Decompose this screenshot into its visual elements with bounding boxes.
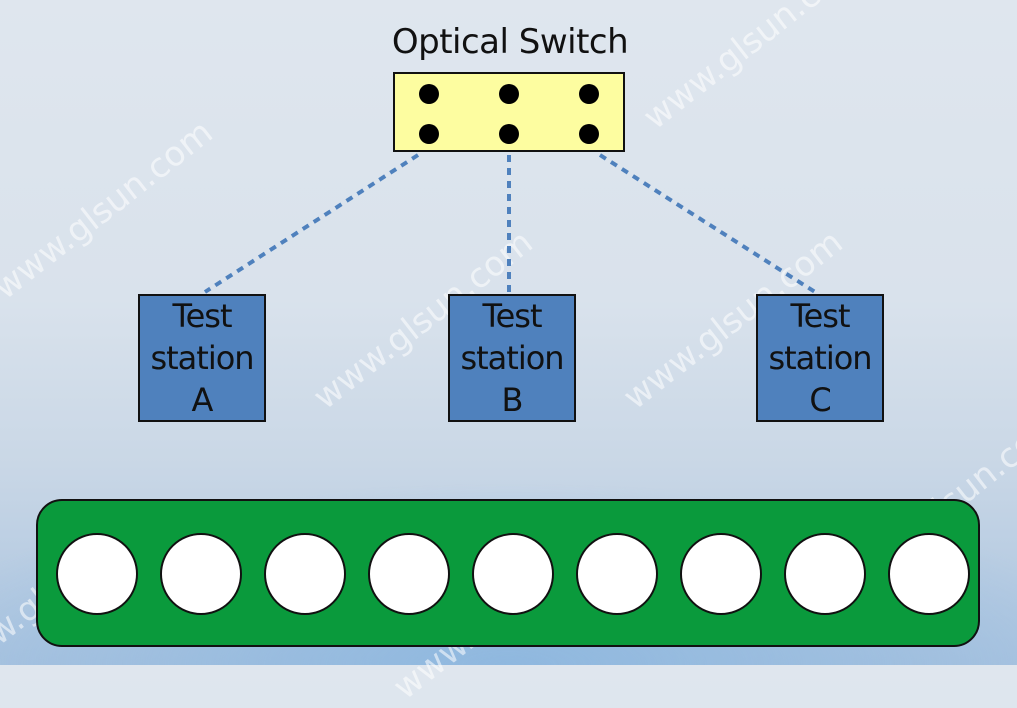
station-label-line1: Test xyxy=(172,297,232,335)
test-station-a: Test station A xyxy=(138,294,266,422)
switch-port-dot xyxy=(419,124,439,144)
link-to-station-c xyxy=(598,153,817,294)
connection-lines xyxy=(203,153,817,294)
fiber-port xyxy=(680,533,762,615)
station-label-line3: C xyxy=(809,381,831,419)
station-label-line3: A xyxy=(191,381,214,419)
fiber-port xyxy=(576,533,658,615)
station-label-line3: B xyxy=(501,381,524,419)
fiber-port xyxy=(56,533,138,615)
fiber-port xyxy=(368,533,450,615)
station-label-line1: Test xyxy=(482,297,542,335)
test-station-c: Test station C xyxy=(756,294,884,422)
test-station-b: Test station B xyxy=(448,294,576,422)
station-label-line2: station xyxy=(150,339,254,377)
fiber-port xyxy=(472,533,554,615)
station-label-line2: station xyxy=(768,339,872,377)
switch-port-dot xyxy=(499,124,519,144)
fiber-port xyxy=(160,533,242,615)
optical-switch-title: Optical Switch xyxy=(391,22,629,62)
switch-port-dot xyxy=(579,84,599,104)
switch-port-dot xyxy=(499,84,519,104)
fiber-port xyxy=(888,533,970,615)
fiber-port xyxy=(784,533,866,615)
fiber-port-panel xyxy=(36,499,980,647)
station-label-line1: Test xyxy=(790,297,850,335)
switch-port-dot xyxy=(579,124,599,144)
switch-port-dot xyxy=(419,84,439,104)
fiber-port xyxy=(264,533,346,615)
station-label-line2: station xyxy=(460,339,564,377)
optical-switch xyxy=(393,72,625,152)
link-to-station-a xyxy=(203,153,420,294)
